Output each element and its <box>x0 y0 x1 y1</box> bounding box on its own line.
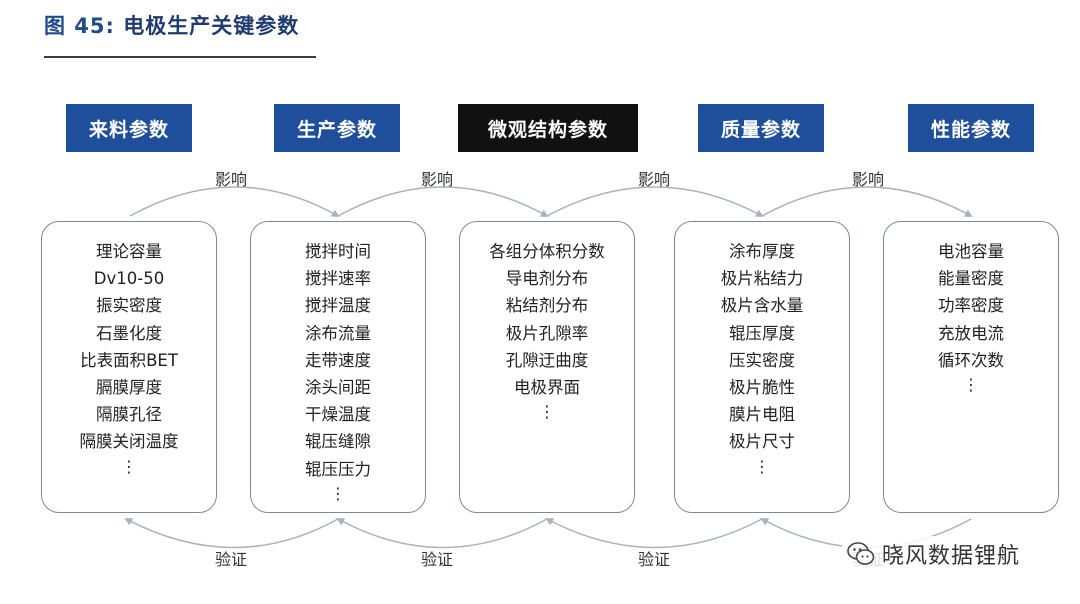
header-raw-material: 来料参数 <box>66 104 192 152</box>
production-params-box: 搅拌时间搅拌速率搅拌温度涂布流量走带速度涂头间距干燥温度辊压缝隙辊压压力 ⋮ <box>250 221 426 513</box>
header-performance: 性能参数 <box>908 104 1034 152</box>
label-influence-4: 影响 <box>852 170 885 189</box>
figure-title-text: 电极生产关键参数 <box>123 14 300 38</box>
microstructure-params-box: 各组分体积分数导电剂分布粘结剂分布极片孔隙率孔隙迂曲度电极界面 ⋮ <box>459 221 635 513</box>
label-influence-1: 影响 <box>215 170 248 189</box>
raw-material-params-box: 理论容量 Dv10-50 振实密度石墨化度比表面积BET 膈膜厚度隔膜孔径隔膜关闭温度… <box>41 221 217 513</box>
param-item: 循环次数 <box>938 350 1004 370</box>
ellipsis-more: ⋮ <box>963 375 979 395</box>
figure-title: 图 45: 电极生产关键参数 <box>44 10 299 40</box>
param-item: 极片粘结力 <box>720 269 804 289</box>
param-item: 辊压厚度 <box>729 323 795 343</box>
label-verify-3: 验证 <box>638 550 671 569</box>
wechat-icon <box>847 542 875 565</box>
param-item: 孔隙迂曲度 <box>505 350 589 370</box>
quality-params-box: 涂布厚度极片粘结力极片含水量辊压厚度压实密度极片脆性膜片电阻极片尺寸 ⋮ <box>674 221 850 513</box>
param-item: 振实密度 <box>96 296 162 316</box>
param-item: 膜片电阻 <box>729 405 795 425</box>
label-verify-2: 验证 <box>421 550 454 569</box>
param-item: 导电剂分布 <box>505 269 589 289</box>
param-item: 涂布厚度 <box>729 242 795 261</box>
param-item: 电池容量 <box>938 242 1004 261</box>
header-production: 生产参数 <box>274 104 400 152</box>
arc-influence-1 <box>129 186 340 217</box>
param-item: Dv10-50 <box>93 269 165 289</box>
figure-label: 图 45: <box>44 14 115 38</box>
param-item: 极片含水量 <box>720 296 804 316</box>
param-item: 各组分体积分数 <box>489 242 605 261</box>
param-item: 极片孔隙率 <box>505 323 589 343</box>
ellipsis-more: ⋮ <box>754 456 770 476</box>
param-item: 充放电流 <box>938 323 1004 343</box>
param-item: 涂布流量 <box>305 323 371 343</box>
header-quality: 质量参数 <box>698 104 824 152</box>
param-item: 压实密度 <box>729 350 795 370</box>
param-item: 辊压压力 <box>305 459 371 479</box>
param-item: 功率密度 <box>938 296 1004 316</box>
param-item: 搅拌时间 <box>305 242 371 261</box>
param-item: 极片脆性 <box>729 378 795 398</box>
performance-params-box: 电池容量能量密度功率密度充放电流循环次数 ⋮ <box>883 221 1059 513</box>
param-item: 隔膜关闭温度 <box>79 432 179 452</box>
title-underline <box>44 56 316 58</box>
param-item: 搅拌速率 <box>305 269 371 289</box>
param-item: 电极界面 <box>514 378 580 398</box>
param-item: 走带速度 <box>305 350 371 370</box>
param-item: 粘结剂分布 <box>505 296 589 316</box>
ellipsis-more: ⋮ <box>330 483 346 503</box>
watermark: 晓风数据锂航 <box>842 536 1027 572</box>
label-verify-1: 验证 <box>215 550 248 569</box>
param-item: 理论容量 <box>96 242 162 261</box>
param-item: 辊压缝隙 <box>305 432 371 452</box>
arc-verify-1 <box>124 518 339 549</box>
param-item: 搅拌温度 <box>305 296 371 316</box>
ellipsis-more: ⋮ <box>121 456 137 476</box>
param-item: 比表面积BET <box>80 350 178 370</box>
header-microstructure: 微观结构参数 <box>458 104 638 152</box>
watermark-text: 晓风数据锂航 <box>882 544 1021 569</box>
param-item: 膈膜厚度 <box>96 378 162 398</box>
param-item: 涂头间距 <box>305 378 371 398</box>
param-item: 隔膜孔径 <box>96 405 162 425</box>
param-item: 石墨化度 <box>96 323 162 343</box>
arc-verify-3 <box>545 518 763 549</box>
arc-influence-3 <box>546 186 764 217</box>
param-item: 干燥温度 <box>305 405 371 425</box>
label-influence-2: 影响 <box>421 170 454 189</box>
ellipsis-more: ⋮ <box>539 402 555 422</box>
arc-influence-2 <box>337 186 549 217</box>
param-item: 极片尺寸 <box>729 432 795 452</box>
label-influence-3: 影响 <box>638 170 671 189</box>
arc-influence-4 <box>761 186 973 217</box>
param-item: 能量密度 <box>938 269 1004 289</box>
arc-verify-2 <box>336 518 548 549</box>
